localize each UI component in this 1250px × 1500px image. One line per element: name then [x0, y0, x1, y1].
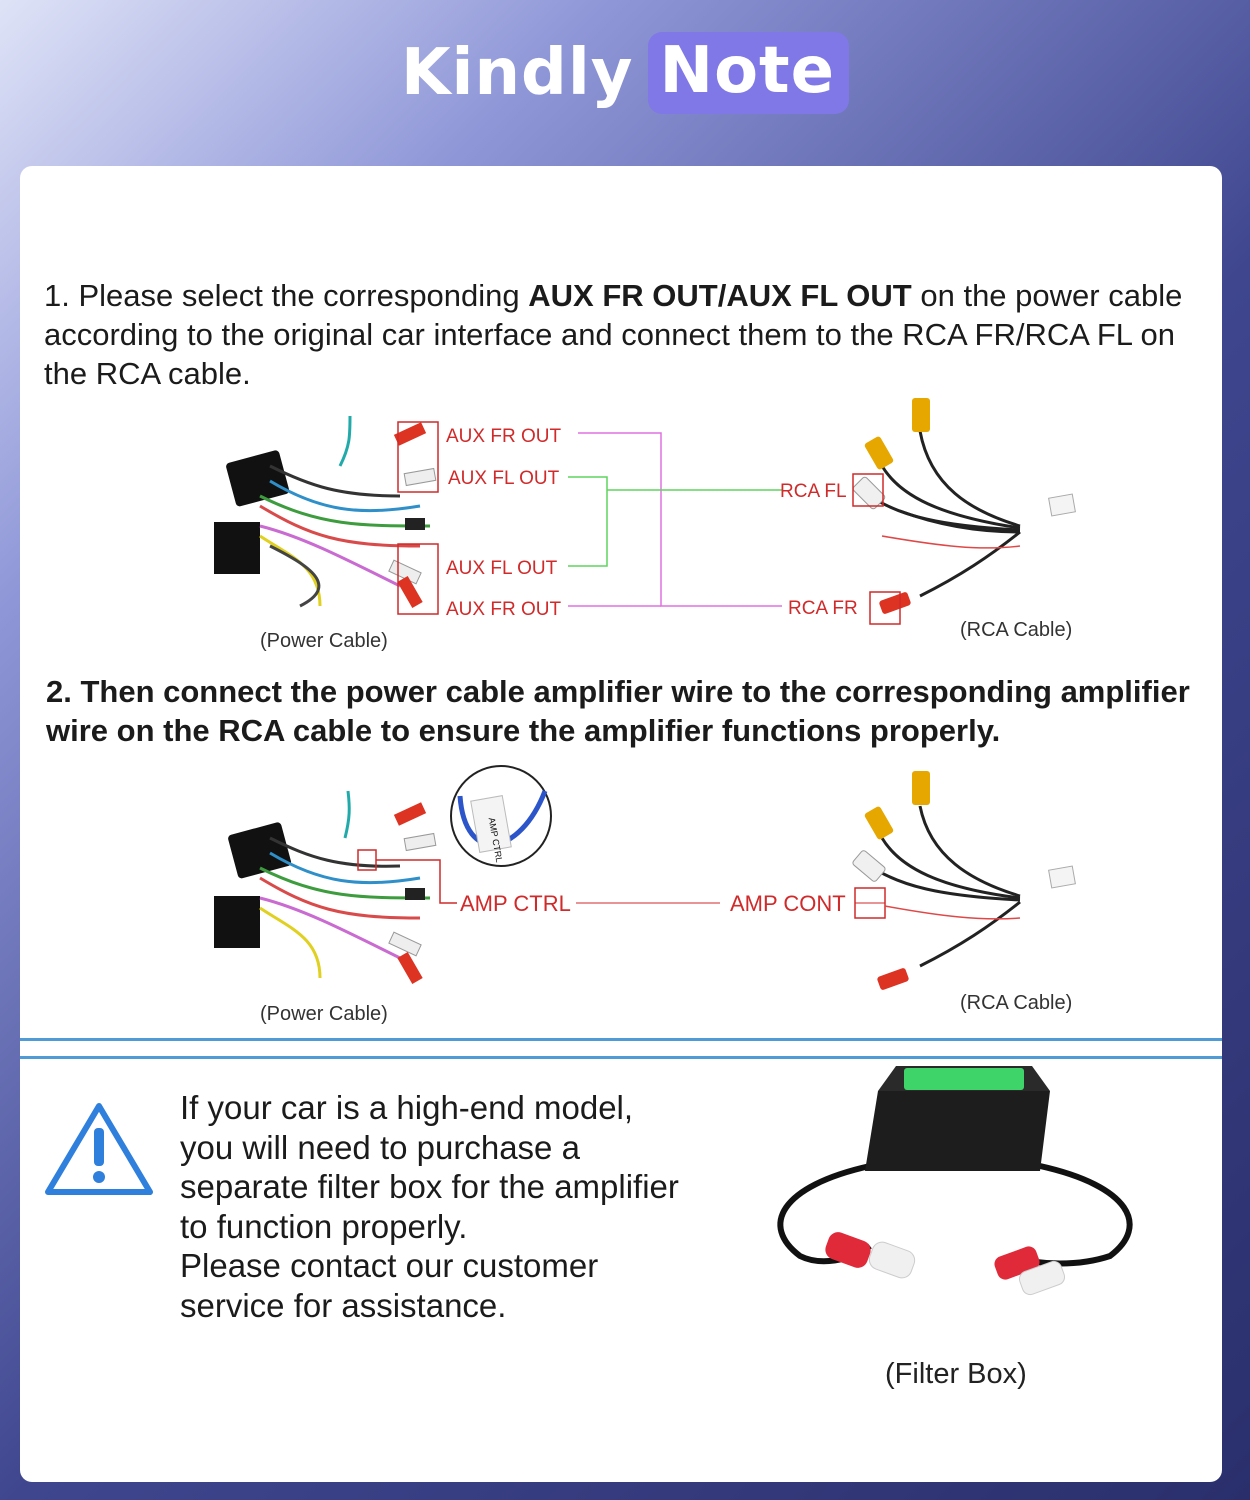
content-card: 1. Please select the corresponding AUX F…	[20, 166, 1222, 1482]
label-amp-ctrl: AMP CTRL	[460, 891, 571, 916]
warning-line-4: to function properly.	[180, 1207, 468, 1245]
rca-cable-caption-1: (RCA Cable)	[960, 619, 1072, 641]
label-amp-cont: AMP CONT	[730, 891, 846, 916]
step2-text: 2. Then connect the power cable amplifie…	[46, 674, 1190, 748]
fl-connection-line	[568, 476, 608, 567]
filter-box-image	[777, 1066, 1133, 1296]
warning-text: If your car is a high-end model, you wil…	[180, 1088, 740, 1325]
step1-bold: AUX FR OUT/AUX FL OUT	[528, 278, 912, 313]
label-aux-fr-out-bottom: AUX FR OUT	[446, 599, 561, 620]
label-aux-fr-out-top: AUX FR OUT	[446, 426, 561, 447]
warning-line-5: Please contact our customer	[180, 1247, 599, 1284]
warning-line-6: service for assistance.	[180, 1286, 507, 1324]
step1-text-a: Please select the corresponding	[78, 278, 529, 313]
section-divider-top	[20, 1038, 1222, 1041]
label-aux-fl-out-bottom: AUX FL OUT	[446, 558, 558, 579]
label-rca-fr: RCA FR	[788, 598, 858, 619]
warning-line-1: If your car is a high-end model,	[180, 1089, 634, 1126]
power-cable-image	[214, 415, 437, 608]
warning-triangle-icon	[45, 1103, 153, 1195]
step1-text-b: on the power cable according to the orig…	[44, 278, 1183, 391]
title-part1: Kindly	[400, 36, 634, 110]
label-aux-fl-out-top: AUX FL OUT	[448, 468, 560, 489]
power-cable-caption-1: (Power Cable)	[260, 630, 388, 652]
rca-cable-image-2	[852, 771, 1076, 990]
section-divider-bottom	[20, 1056, 1222, 1059]
warning-line-3: separate filter box for the amplifier	[180, 1168, 679, 1205]
power-cable-image-2	[214, 790, 437, 984]
power-cable-caption-2: (Power Cable)	[260, 1003, 388, 1025]
warning-line-2: you will need to purchase a	[180, 1128, 580, 1166]
fr-connection-line	[578, 432, 782, 607]
step1-diagram: AUX FR OUT AUX FL OUT AUX FL OUT AUX FR …	[45, 398, 1133, 1296]
step1-text: 1. Please select the corresponding AUX F…	[44, 276, 1204, 393]
amp-ctrl-zoom-image: AMP CTRL	[450, 765, 552, 867]
page-title: Kindly Note	[400, 32, 850, 114]
label-rca-fl: RCA FL	[780, 481, 847, 502]
header: Kindly Note	[0, 30, 1250, 130]
step1-number: 1.	[44, 278, 70, 313]
rca-cable-image	[852, 398, 1076, 614]
filter-box-caption: (Filter Box)	[885, 1358, 1027, 1390]
title-highlight: Note	[647, 32, 850, 114]
rca-cable-caption-2: (RCA Cable)	[960, 992, 1072, 1014]
